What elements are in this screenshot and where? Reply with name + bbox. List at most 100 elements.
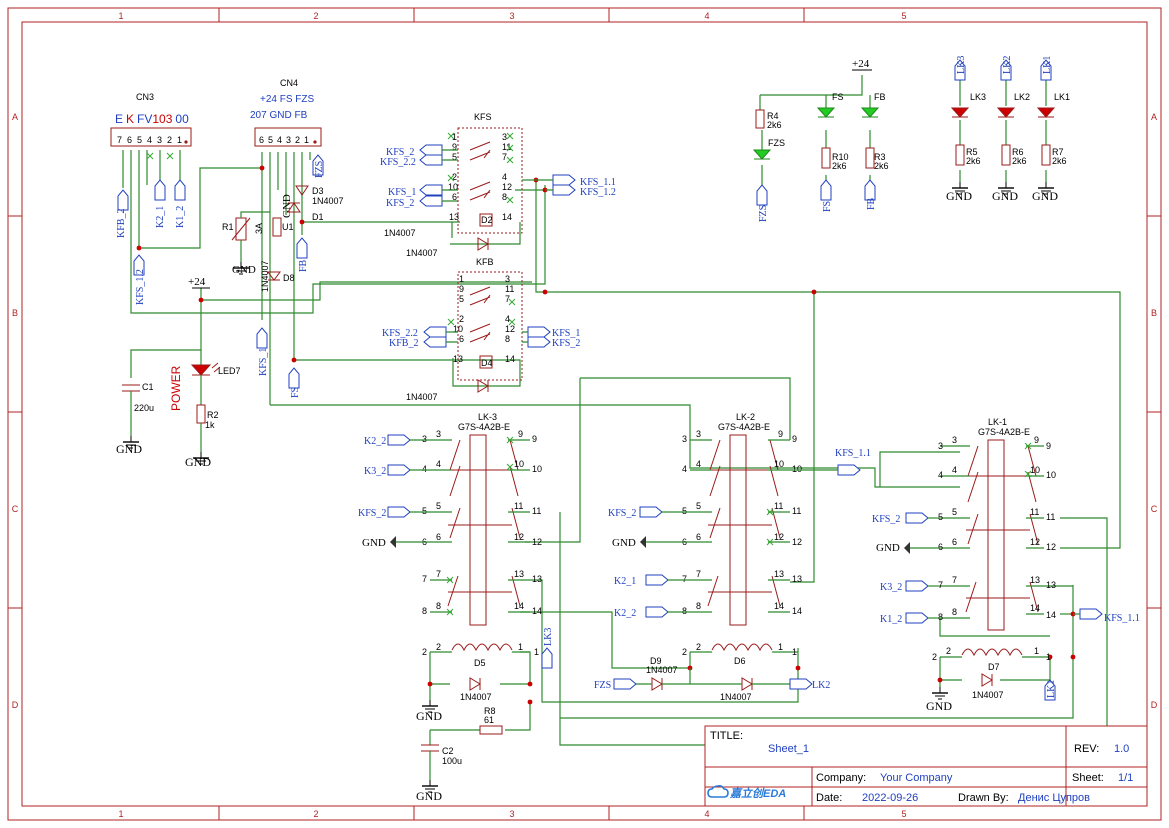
svg-text:14: 14 [1046, 610, 1056, 620]
kfb-ref: KFB [476, 257, 494, 267]
c2-ref: C2 [442, 746, 454, 756]
gnd-c2: GND [416, 789, 442, 803]
gnd-lk3: GND [946, 189, 972, 203]
r3-val: 2k6 [874, 161, 889, 171]
port-lk2-top: LK2 [1002, 56, 1013, 74]
led-lk3-ref: LK3 [970, 92, 986, 102]
svg-text:12: 12 [1030, 537, 1040, 547]
gnd-lk1: GND [1032, 189, 1058, 203]
cn4-pin-2: 2 [295, 135, 300, 145]
r8-ref: R8 [484, 706, 496, 716]
drawing-frame: 1 2 3 4 5 1 2 3 4 5 A B C D A B C D [7, 7, 1162, 821]
port-lk1-top: LK1 [1042, 56, 1053, 74]
svg-text:13: 13 [1046, 580, 1056, 590]
eda-logo-text: 嘉立创EDA [729, 787, 786, 800]
svg-text:11: 11 [1030, 507, 1039, 517]
svg-text:1: 1 [792, 647, 797, 657]
svg-text:1: 1 [518, 642, 523, 652]
cn3-pin-5: 5 [137, 135, 142, 145]
gnd-d5: GND [416, 709, 442, 723]
svg-text:7: 7 [696, 569, 701, 579]
title-label: TITLE: [710, 730, 743, 742]
port-lk2-coil: LK2 [812, 680, 830, 691]
svg-text:2: 2 [696, 642, 701, 652]
svg-text:7: 7 [422, 574, 427, 584]
port-kfs11-lk1: KFS_1.1 [1104, 613, 1140, 624]
port-kfs11-a: KFS_1.1 [580, 177, 616, 188]
led-lk1-ref: LK1 [1054, 92, 1070, 102]
r1-ref: R1 [222, 222, 234, 232]
port-kfs11-lk2: KFS_1.1 [835, 448, 871, 459]
svg-text:11: 11 [1046, 512, 1055, 522]
svg-text:5: 5 [952, 507, 957, 517]
svg-text:5: 5 [436, 501, 441, 511]
port-kfs1-a: KFS_1 [388, 187, 416, 198]
row-label-a: A [12, 112, 18, 122]
port-kfs1-cn4: KFS_1 [258, 348, 269, 376]
gnd-c1: GND [116, 442, 142, 456]
eda-logo-icon: 嘉立创EDA [707, 785, 786, 800]
port-fs-cn4: FS [290, 387, 301, 398]
r7-val: 2k6 [1052, 156, 1067, 166]
gnd-lk2-6: GND [612, 537, 636, 549]
port-kfs12-cn3: KFS_1.2 [135, 269, 146, 305]
col-label-1: 1 [118, 11, 123, 21]
d9-val: 1N4007 [646, 665, 678, 675]
col-label-4b: 4 [704, 809, 709, 819]
svg-text:2: 2 [946, 646, 951, 656]
gnd-lk2: GND [992, 189, 1018, 203]
sheet-label: Sheet: [1072, 772, 1104, 784]
cn4-label-top: +24 FS FZS [260, 94, 315, 105]
svg-text:5: 5 [422, 506, 427, 516]
svg-text:12: 12 [774, 532, 784, 542]
kfs-ref: KFS [474, 112, 492, 122]
power-indicator: +24 LED7 POWER R2 1k GND C1 220u GND [116, 276, 241, 469]
indicator-leds: +24 R4 2k6 FZS FZS FS R10 2k6 FS FB R3 2… [752, 56, 1070, 222]
svg-text:12: 12 [532, 537, 542, 547]
r5-val: 2k6 [966, 156, 981, 166]
relay-kfs: KFS 1 9 5 2 10 6 13 3 11 7 4 12 8 14 D2 … [380, 112, 616, 258]
port-fb-led: FB [866, 197, 877, 210]
d9-ref: D9 [650, 656, 662, 666]
svg-text:1: 1 [778, 642, 783, 652]
net-p24-left: +24 [188, 276, 206, 288]
cn4-label-bottom: 207 GND FB [250, 110, 308, 121]
svg-text:8: 8 [422, 606, 427, 616]
port-kfs1-b: KFS_1 [552, 328, 580, 339]
led-fb-ref: FB [874, 92, 886, 102]
gnd-d7: GND [926, 699, 952, 713]
svg-text:9: 9 [1034, 435, 1039, 445]
svg-text:8: 8 [436, 601, 441, 611]
kfs-pin-10: 10 [448, 182, 458, 192]
svg-text:1: 1 [534, 647, 539, 657]
gnd-r1: GND [232, 264, 256, 276]
d5-val: 1N4007 [460, 692, 492, 702]
led-fs-ref: FS [832, 92, 844, 102]
kfs-pin-6: 6 [452, 192, 457, 202]
svg-text:3: 3 [682, 434, 687, 444]
kfs-pin-9: 9 [452, 142, 457, 152]
svg-text:14: 14 [1030, 603, 1040, 613]
svg-text:10: 10 [774, 459, 784, 469]
port-k21-cn3: K2_1 [155, 206, 166, 228]
kfs-pin-11: 11 [502, 142, 511, 152]
svg-text:9: 9 [778, 429, 783, 439]
port-kfs22-a: KFS_2.2 [380, 157, 416, 168]
junctions [136, 165, 1076, 705]
d7-ref: D7 [988, 662, 1000, 672]
svg-text:14: 14 [532, 606, 542, 616]
svg-text:6: 6 [938, 542, 943, 552]
port-kfs2-b: KFS_2 [386, 198, 414, 209]
svg-text:2: 2 [436, 642, 441, 652]
kfs-pin-12: 12 [502, 182, 512, 192]
svg-text:9: 9 [1046, 441, 1051, 451]
title-block: TITLE: Sheet_1 REV: 1.0 Company: Your Co… [704, 725, 1148, 807]
port-fzs-led: FZS [758, 205, 769, 222]
gnd-lk1-6: GND [876, 542, 900, 554]
svg-text:11: 11 [532, 506, 541, 516]
svg-text:12: 12 [514, 532, 524, 542]
connector-cn4: CN4 +24 FS FZS 207 GND FB 6 5 4 3 2 1 FZ… [222, 78, 344, 398]
